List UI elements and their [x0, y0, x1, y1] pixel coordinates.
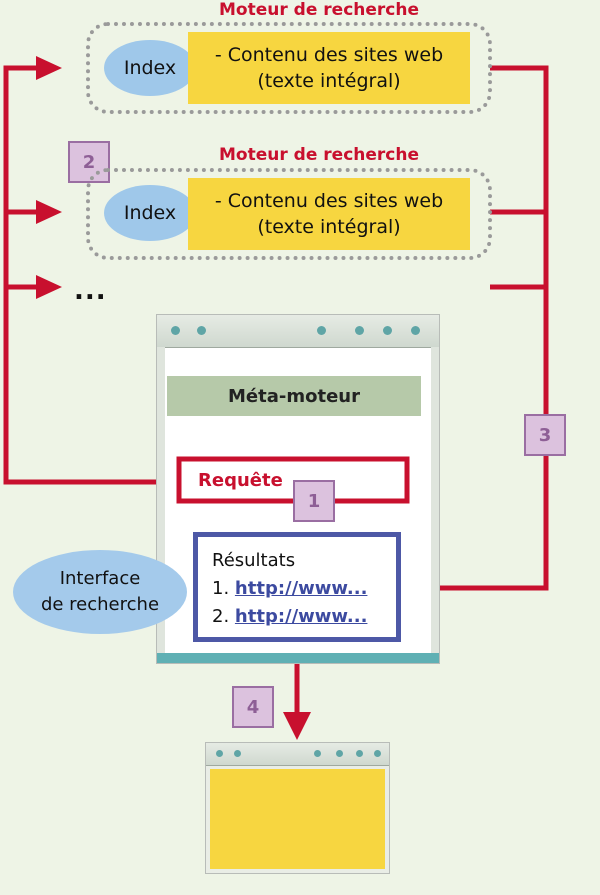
engines-to-results-line	[435, 65, 549, 591]
result-link[interactable]: http://www...	[234, 606, 368, 627]
toolbar-button-icon	[171, 326, 180, 335]
toolbar-button-icon	[374, 750, 381, 757]
toolbar-button-icon	[356, 750, 363, 757]
engine-2-index-label: Index	[123, 202, 177, 224]
result-number: 2.	[212, 606, 230, 627]
result-number: 1.	[212, 578, 230, 599]
results-box: Résultats 1. http://www... 2. http://www…	[193, 532, 401, 642]
engine-1-content-line2: (texte intégral)	[257, 70, 401, 92]
engine-1-index: Index	[104, 40, 196, 96]
window-left-edge	[157, 347, 165, 653]
step-badge-3: 3	[524, 414, 566, 456]
engine-1-content-line1: - Contenu des sites web	[214, 44, 444, 66]
engine-1-title: Moteur de recherche	[219, 0, 419, 20]
engine-2-content: - Contenu des sites web (texte intégral)	[188, 178, 470, 250]
toolbar-button-icon	[355, 326, 364, 335]
engine-2-content-line1: - Contenu des sites web	[214, 190, 444, 212]
toolbar-button-icon	[317, 326, 326, 335]
result-page-content	[210, 769, 385, 869]
result-item-2: 2. http://www...	[212, 603, 396, 631]
result-page-toolbar	[206, 743, 389, 766]
toolbar-button-icon	[411, 326, 420, 335]
toolbar-button-icon	[197, 326, 206, 335]
more-engines-ellipsis: ...	[74, 276, 107, 306]
window-status-bar	[157, 653, 439, 663]
result-page-window	[205, 742, 390, 874]
arrowhead-engine-1	[36, 56, 62, 80]
engine-1-content: - Contenu des sites web (texte intégral)	[188, 32, 470, 104]
engine-2-title: Moteur de recherche	[219, 145, 419, 165]
toolbar-button-icon	[234, 750, 241, 757]
toolbar-button-icon	[314, 750, 321, 757]
arrowhead-final-page	[283, 712, 311, 740]
interface-label-line2: de recherche	[40, 594, 160, 615]
toolbar-button-icon	[336, 750, 343, 757]
arrowhead-engine-more	[36, 275, 62, 299]
window-right-edge	[431, 347, 439, 653]
request-to-engines-line	[3, 65, 182, 485]
search-interface-ellipse: Interface de recherche	[13, 550, 187, 634]
engine-1-index-label: Index	[123, 57, 177, 79]
engine-2-content-line2: (texte intégral)	[257, 216, 401, 238]
engine-2-box	[86, 168, 492, 260]
meta-engine-header: Méta-moteur	[167, 376, 421, 416]
result-link[interactable]: http://www...	[234, 578, 368, 599]
engine-1-box	[86, 22, 492, 114]
meta-window-toolbar	[157, 315, 439, 348]
toolbar-button-icon	[216, 750, 223, 757]
arrowhead-engine-2	[36, 200, 62, 224]
interface-label-line1: Interface	[59, 568, 141, 589]
results-title: Résultats	[212, 550, 296, 571]
step-badge-1: 1	[293, 480, 335, 522]
request-label: Requête	[198, 470, 283, 491]
engine-2-index: Index	[104, 185, 196, 241]
step-badge-4: 4	[232, 686, 274, 728]
toolbar-button-icon	[383, 326, 392, 335]
result-item-1: 1. http://www...	[212, 575, 396, 603]
